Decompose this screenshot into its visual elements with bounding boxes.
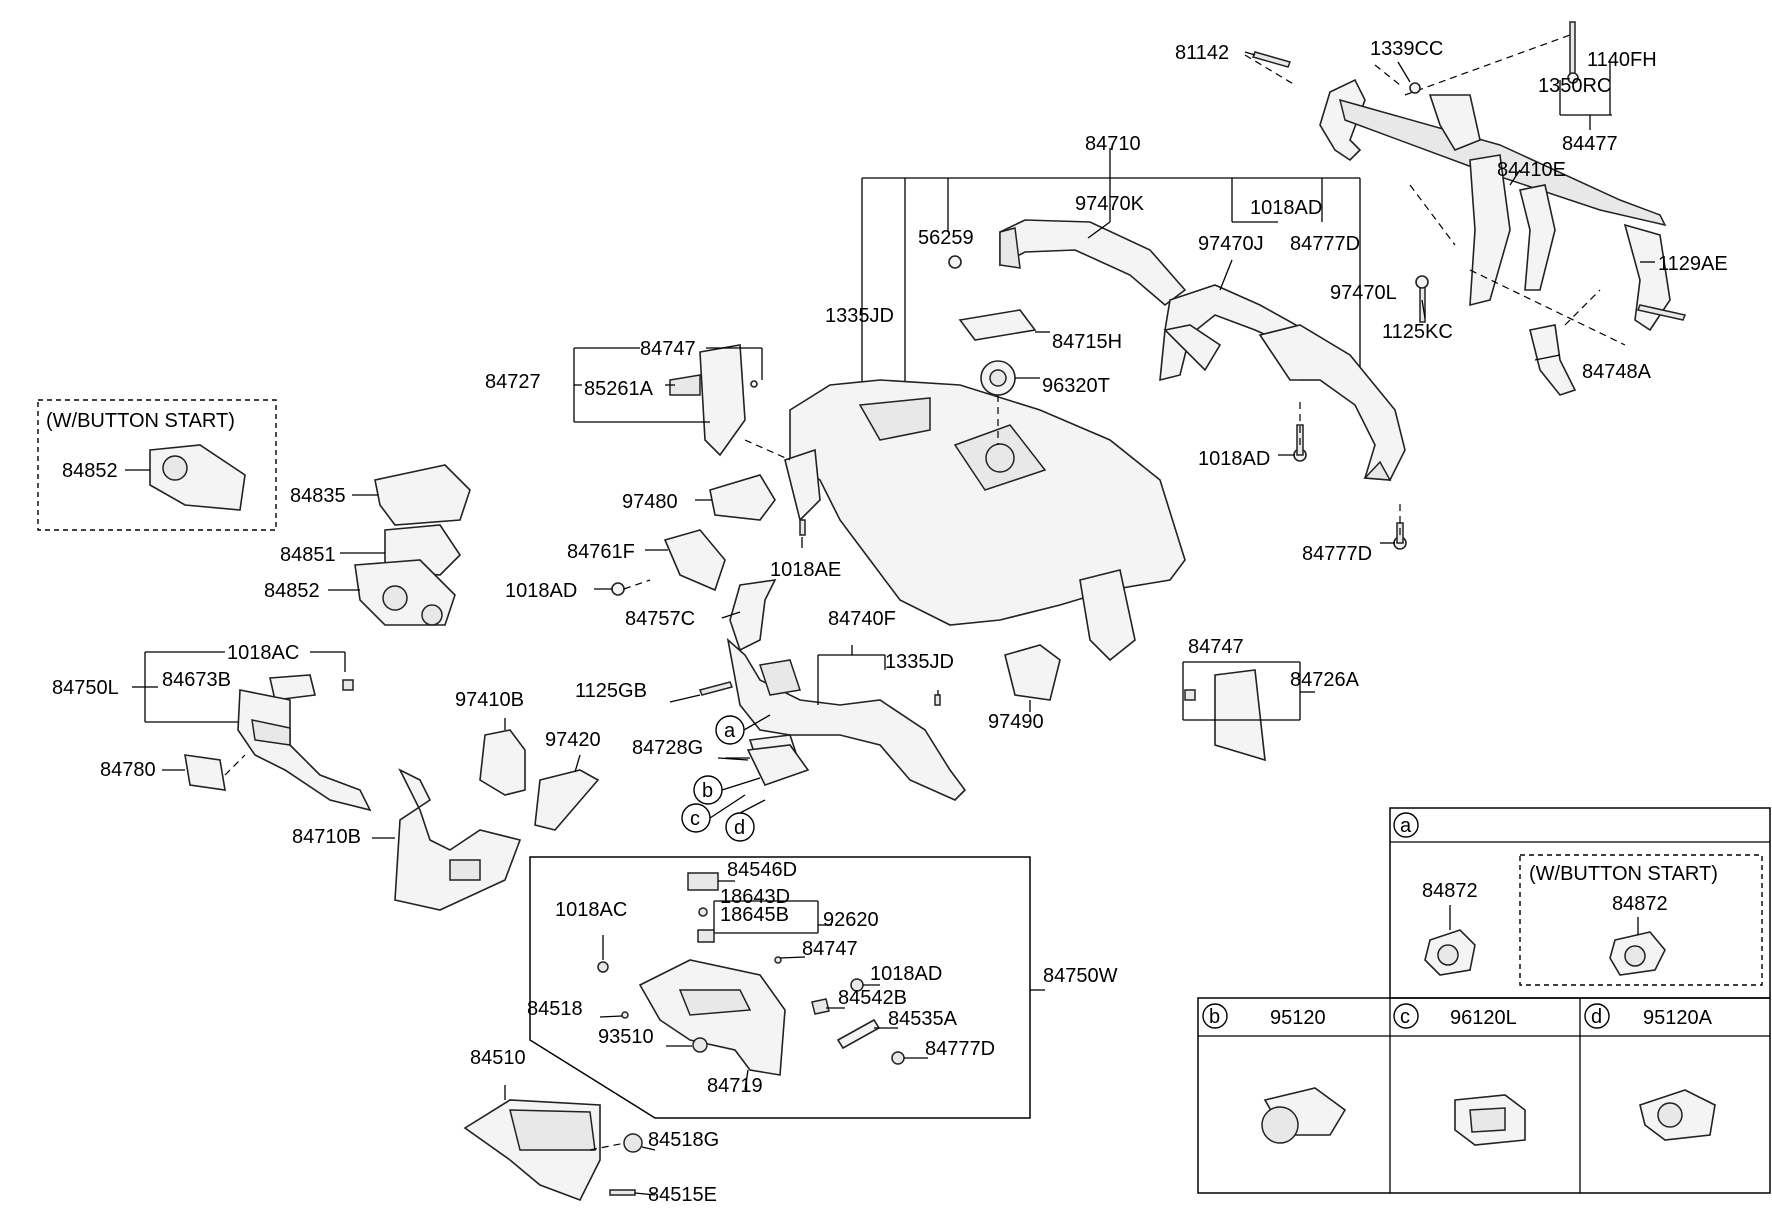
callout-c-label: c [690,808,700,830]
label-1018AD-glove: 1018AD [870,963,942,985]
legend-d-key: d [1591,1006,1602,1028]
legend-c-part: 96120L [1450,1007,1517,1029]
label-93510: 93510 [598,1026,654,1048]
label-84477: 84477 [1562,133,1618,155]
legend-d-part: 95120A [1643,1007,1713,1029]
label-1140FH: 1140FH [1587,49,1657,71]
legend-a-button-start-part: 84872 [1612,893,1668,915]
callout-a-label: a [724,720,736,742]
label-84748A: 84748A [1582,361,1652,383]
label-1339CC: 1339CC [1370,38,1443,60]
air-ducts [948,219,1407,550]
part-labels: 81142 1339CC 1140FH 1350RC 84477 84710 8… [52,38,1728,1206]
label-84727: 84727 [485,371,541,393]
label-92620: 92620 [823,909,879,931]
legend-a-key-circle [1393,812,1419,838]
label-1018AD-mid: 1018AD [1198,448,1270,470]
mounting-bar-assembly [1244,21,1687,396]
legend-table: a 84872 (W/BUTTON START) 84872 b 95120 c… [1197,807,1771,1194]
legend-b-key: b [1209,1006,1220,1028]
label-84710: 84710 [1085,133,1141,155]
legend-c-key-circle [1393,1003,1419,1029]
crash-pad-main [784,309,1186,662]
label-1018AE: 1018AE [770,559,841,581]
label-84780: 84780 [100,759,156,781]
button-start-variant-box: (W/BUTTON START) [37,399,277,531]
label-84518: 84518 [527,998,583,1020]
legend-b-key-circle [1202,1003,1228,1029]
label-84719: 84719 [707,1075,763,1097]
label-84757C: 84757C [625,608,695,630]
label-84673B: 84673B [162,669,231,691]
label-84747-c: 84747 [802,938,858,960]
label-56259: 56259 [918,227,974,249]
legend-d-key-circle [1584,1003,1610,1029]
label-18643D: 18643D [720,886,790,908]
label-1018AD-left: 1018AD [505,580,577,602]
label-1018AC-a: 1018AC [227,642,299,664]
label-84515E: 84515E [648,1184,717,1206]
label-97410B: 97410B [455,689,524,711]
label-1125GB: 1125GB [575,680,647,702]
label-84852-b: 84852 [264,580,320,602]
label-1335JD-mid: 1335JD [885,651,954,673]
label-84747-a: 84747 [640,338,696,360]
label-1129AE: 1129AE [1658,253,1728,275]
center-fascia-panel [132,651,522,911]
label-84777D-mid: 84777D [1302,543,1372,565]
label-84715H: 84715H [1052,331,1122,353]
label-84750W: 84750W [1043,965,1118,987]
label-96320T: 96320T [1042,375,1110,397]
left-side-parts [573,344,806,652]
label-97490: 97490 [988,711,1044,733]
legend-a-key: a [1400,815,1412,837]
label-97420: 97420 [545,729,601,751]
label-84546D: 84546D [727,859,797,881]
label-84851: 84851 [280,544,336,566]
label-97470K: 97470K [1075,193,1145,215]
callout-d-label: d [734,817,745,839]
label-84852-a: 84852 [62,460,118,482]
vents [479,644,1061,831]
label-84518G: 84518G [648,1129,719,1151]
label-84835: 84835 [290,485,346,507]
legend-a-button-start-title: (W/BUTTON START) [1529,863,1718,885]
button-start-title: (W/BUTTON START) [46,410,235,432]
label-84777D-glove: 84777D [925,1038,995,1060]
label-1125KC: 1125KC [1382,321,1453,343]
label-97470L: 97470L [1330,282,1397,304]
label-84750L: 84750L [52,677,119,699]
callout-b-label: b [702,780,713,802]
label-84726A: 84726A [1290,669,1360,691]
label-1335JD-top: 1335JD [825,305,894,327]
label-1350RC: 1350RC [1538,75,1611,97]
label-1018AC-b: 1018AC [555,899,627,921]
label-84777D-top: 84777D [1290,233,1360,255]
label-1018AD-top: 1018AD [1250,197,1322,219]
label-81142: 81142 [1175,42,1229,64]
glove-box-assembly [463,856,1045,1202]
label-97480: 97480 [622,491,678,513]
label-84740F: 84740F [828,608,896,630]
label-84761F: 84761F [567,541,635,563]
label-85261A: 85261A [584,378,654,400]
label-84535A: 84535A [888,1008,958,1030]
label-97470J: 97470J [1198,233,1264,255]
label-18645B: 18645B [720,904,789,926]
label-84542B: 84542B [838,987,907,1009]
column-shrouds [328,464,471,626]
label-84710B: 84710B [292,826,361,848]
label-84410E: 84410E [1497,159,1566,181]
label-84747-b: 84747 [1188,636,1244,658]
label-84510: 84510 [470,1047,526,1069]
legend-b-part: 95120 [1270,1007,1326,1029]
label-84728G: 84728G [632,737,703,759]
switch-callouts: a b c d [681,714,810,842]
legend-c-key: c [1400,1006,1410,1028]
legend-a-part: 84872 [1422,880,1478,902]
